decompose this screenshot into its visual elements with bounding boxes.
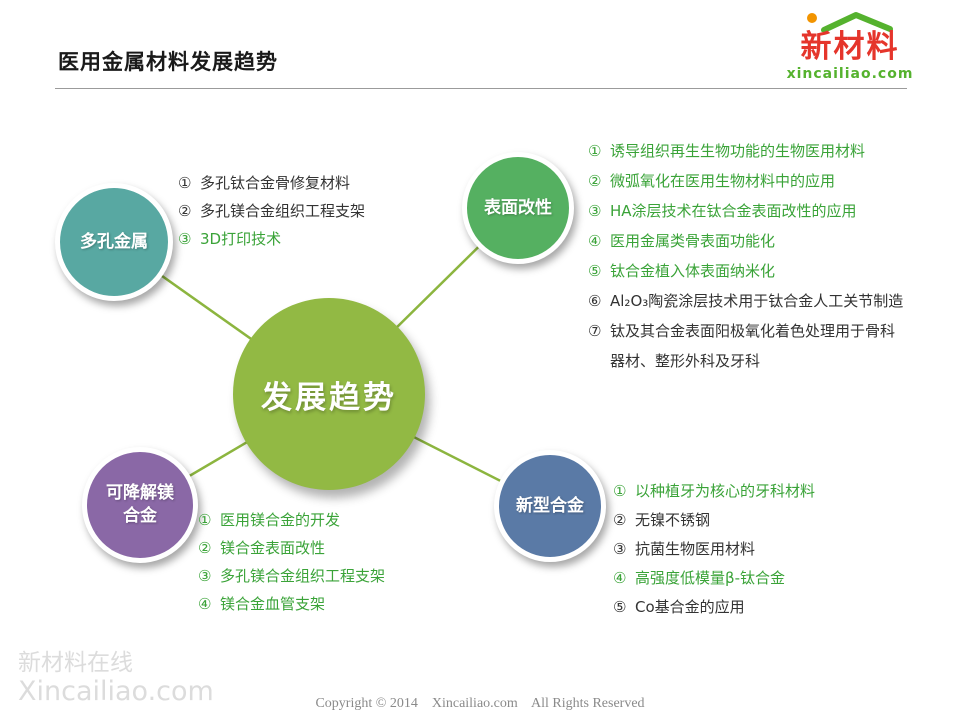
node-label: 表面改性 <box>484 197 552 218</box>
node-porous-metal: 多孔金属 <box>55 183 173 301</box>
logo-domain: xincailiao.com <box>786 65 914 82</box>
item-text: Co基合金的应用 <box>635 598 745 616</box>
item-text: 医用镁合金的开发 <box>220 511 341 529</box>
list-item: ④ 高强度低模量β-钛合金 <box>613 564 815 593</box>
item-number: ② <box>198 539 212 557</box>
title-divider <box>55 88 907 89</box>
item-number: ⑥ <box>588 292 602 310</box>
item-number: ① <box>613 482 627 500</box>
list-item: ⑤ Co基合金的应用 <box>613 593 815 622</box>
list-item: ① 以种植牙为核心的牙科材料 <box>613 477 815 506</box>
item-number: ⑤ <box>613 598 627 616</box>
list-item: ③ HA涂层技术在钛合金表面改性的应用 <box>588 196 906 226</box>
list-item: ③ 抗菌生物医用材料 <box>613 535 815 564</box>
item-number: ② <box>178 202 192 220</box>
item-number: ② <box>613 511 627 529</box>
item-text: 抗菌生物医用材料 <box>635 540 756 558</box>
item-text: 钛合金植入体表面纳米化 <box>610 262 776 280</box>
list-item: ① 医用镁合金的开发 <box>198 506 385 534</box>
item-text: HA涂层技术在钛合金表面改性的应用 <box>610 202 857 220</box>
item-text: 多孔钛合金骨修复材料 <box>200 174 351 192</box>
item-text: 高强度低模量β-钛合金 <box>635 569 785 587</box>
node-surface-modification: 表面改性 <box>462 152 574 264</box>
item-number: ④ <box>613 569 627 587</box>
item-number: ④ <box>198 595 212 613</box>
item-text: Al₂O₃陶瓷涂层技术用于钛合金人工关节制造 <box>610 292 904 310</box>
node-degradable-mg-alloy: 可降解镁 合金 <box>82 447 198 563</box>
node-label: 可降解镁 合金 <box>106 483 174 526</box>
item-text: 多孔镁合金组织工程支架 <box>220 567 386 585</box>
item-number: ③ <box>588 202 602 220</box>
node-new-alloy: 新型合金 <box>494 450 606 562</box>
list-item: ③ 多孔镁合金组织工程支架 <box>198 562 385 590</box>
watermark-line1: 新材料在线 <box>18 650 133 676</box>
watermark-line2: Xincailiao.com <box>18 676 214 708</box>
item-number: ③ <box>198 567 212 585</box>
list-item: ② 无镍不锈钢 <box>613 506 815 535</box>
item-text: 镁合金血管支架 <box>220 595 326 613</box>
watermark: 新材料在线 Xincailiao.com <box>18 650 214 707</box>
node-label: 多孔金属 <box>80 231 148 252</box>
item-number: ① <box>198 511 212 529</box>
center-node-label: 发展趋势 <box>261 379 397 416</box>
list-item: ① 多孔钛合金骨修复材料 <box>178 169 365 197</box>
item-number: ③ <box>613 540 627 558</box>
item-number: ⑤ <box>588 262 602 280</box>
logo: 新材料 xincailiao.com <box>784 10 916 82</box>
center-node: 发展趋势 <box>233 298 425 490</box>
item-number: ④ <box>588 232 602 250</box>
list-item: ⑥ Al₂O₃陶瓷涂层技术用于钛合金人工关节制造 <box>588 286 906 316</box>
list-item: ② 镁合金表面改性 <box>198 534 385 562</box>
list-item: ② 微弧氧化在医用生物材料中的应用 <box>588 166 906 196</box>
list-item: ⑤ 钛合金植入体表面纳米化 <box>588 256 906 286</box>
list-item: ⑦ 钛及其合金表面阳极氧化着色处理用于骨科器材、整形外科及牙科 <box>588 316 906 376</box>
copyright-text: Copyright © 2014 Xincailiao.com All Righ… <box>315 696 645 711</box>
item-number: ① <box>178 174 192 192</box>
item-text: 镁合金表面改性 <box>220 539 326 557</box>
item-text: 诱导组织再生生物功能的生物医用材料 <box>610 142 866 160</box>
item-text: 钛及其合金表面阳极氧化着色处理用于骨科器材、整形外科及牙科 <box>610 322 896 370</box>
list-item: ④ 镁合金血管支架 <box>198 590 385 618</box>
surface-modification-list: ① 诱导组织再生生物功能的生物医用材料 ② 微弧氧化在医用生物材料中的应用 ③ … <box>588 136 906 376</box>
list-item: ③ 3D打印技术 <box>178 225 365 253</box>
list-item: ① 诱导组织再生生物功能的生物医用材料 <box>588 136 906 166</box>
list-item: ④ 医用金属类骨表面功能化 <box>588 226 906 256</box>
item-number: ③ <box>178 230 192 248</box>
page-title: 医用金属材料发展趋势 <box>58 50 278 74</box>
item-text: 以种植牙为核心的牙科材料 <box>635 482 816 500</box>
degradable-mg-list: ① 医用镁合金的开发 ② 镁合金表面改性 ③ 多孔镁合金组织工程支架 ④ 镁合金… <box>198 506 385 618</box>
item-text: 医用金属类骨表面功能化 <box>610 232 776 250</box>
new-alloy-list: ① 以种植牙为核心的牙科材料 ② 无镍不锈钢 ③ 抗菌生物医用材料 ④ 高强度低… <box>613 477 815 622</box>
item-number: ⑦ <box>588 322 602 340</box>
item-text: 无镍不锈钢 <box>635 511 711 529</box>
logo-brand: 新材料 <box>800 29 900 65</box>
logo-roof-icon <box>807 12 893 32</box>
node-label: 新型合金 <box>516 495 584 516</box>
item-number: ② <box>588 172 602 190</box>
item-text: 多孔镁合金组织工程支架 <box>200 202 366 220</box>
item-number: ① <box>588 142 602 160</box>
list-item: ② 多孔镁合金组织工程支架 <box>178 197 365 225</box>
item-text: 3D打印技术 <box>200 230 282 248</box>
item-text: 微弧氧化在医用生物材料中的应用 <box>610 172 836 190</box>
porous-metal-list: ① 多孔钛合金骨修复材料 ② 多孔镁合金组织工程支架 ③ 3D打印技术 <box>178 169 365 253</box>
